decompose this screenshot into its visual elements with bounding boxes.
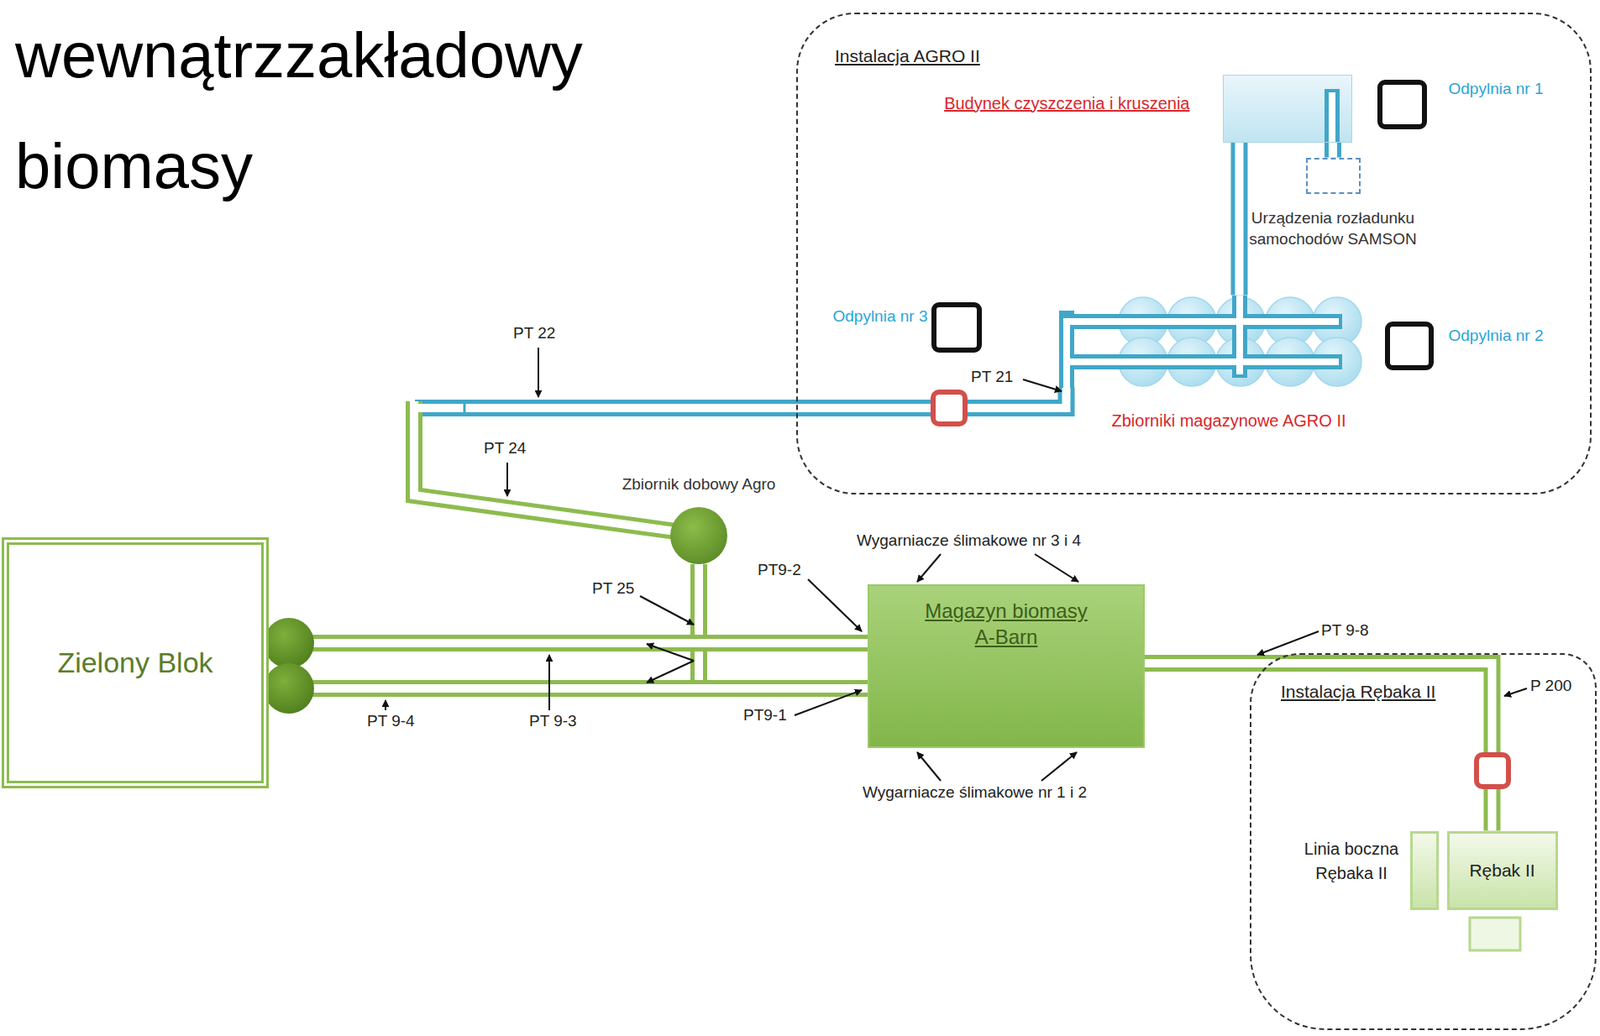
region: Instalacja AGRO II Budynek czyszczenia i … <box>796 12 1592 495</box>
conveyor-band <box>414 388 1067 410</box>
conveyor <box>268 643 868 645</box>
conveyor-segment <box>1324 89 1340 143</box>
node-label: Magazyn biomasy A-Barn <box>916 598 1097 651</box>
node-label: Linia boczna Rębaka II <box>1299 837 1405 887</box>
conveyor <box>268 688 868 690</box>
gate-symbol <box>1476 755 1509 787</box>
callout-label: PT9-2 <box>757 561 802 581</box>
inlet-circle <box>263 663 315 714</box>
conveyor-channel <box>1144 663 1493 832</box>
conveyor-channel <box>414 388 1067 410</box>
conveyor <box>1238 142 1240 296</box>
node-label: Zbiornik dobowy Agro <box>622 475 777 494</box>
chipper-part <box>1469 918 1521 951</box>
node-label: Rębak II <box>1468 860 1535 882</box>
dust-collector: Odpylnia nr 2 <box>1384 321 1434 371</box>
dust-collector: Odpylnia nr 3 <box>931 302 982 353</box>
callout-label: PT 9-4 <box>367 712 415 732</box>
storage-box: Magazyn biomasy A-Barn <box>867 584 1145 749</box>
day-tank: Zbiornik dobowy Agro <box>670 507 728 565</box>
unloading-device: Urządzenia rozładunku samochodów SAMSON <box>1306 157 1361 195</box>
node-label: Zbiorniki magazynowe AGRO II <box>1112 411 1347 431</box>
node-label: Budynek czyszczenia i kruszenia <box>944 94 1190 114</box>
conveyor <box>414 388 1067 532</box>
callout-label: P 200 <box>1530 676 1572 697</box>
conveyor-band <box>1144 663 1493 832</box>
node-label: Odpylnia nr 2 <box>1448 326 1544 346</box>
chipper-box: Rębak II <box>1447 831 1559 911</box>
callout-label: PT 9-8 <box>1321 621 1370 641</box>
conveyor-channel <box>414 401 674 532</box>
callout-label: Wygarniacze ślimakowe nr 3 i 4 <box>856 531 1081 551</box>
conveyor-segment <box>1328 92 1336 143</box>
callout-label: PT 25 <box>592 579 635 599</box>
dust-collector: Odpylnia nr 1 <box>1377 79 1427 130</box>
conveyor-band <box>414 401 674 532</box>
callout-label: PT 22 <box>513 324 556 344</box>
conveyor <box>1144 663 1493 832</box>
node-label: Instalacja Rębaka II <box>1280 681 1436 703</box>
conveyor-channel <box>268 639 868 648</box>
title: wewnątrzzakładowy biomasy <box>15 0 654 222</box>
conveyor <box>1332 142 1334 158</box>
tank-conveyors <box>1059 295 1343 389</box>
building-fill <box>1222 74 1353 143</box>
inlet-circle <box>263 618 315 669</box>
conveyor-band <box>268 680 868 698</box>
unit-box: Zielony Blok <box>1 537 269 789</box>
conveyor-band <box>1324 142 1342 158</box>
tank-group: Zbiorniki magazynowe AGRO II <box>1059 295 1365 389</box>
conveyor-band <box>1231 142 1249 296</box>
node-label: Urządzenia rozładunku samochodów SAMSON <box>1227 207 1438 251</box>
region: Instalacja Rębaka II Rębak II Linia boczna… <box>1249 653 1597 1031</box>
conveyor <box>268 564 699 689</box>
node-label: Odpylnia nr 3 <box>832 307 928 326</box>
conveyor-band <box>268 634 868 652</box>
node-label: Zielony Blok <box>57 646 213 680</box>
conveyor-channel <box>268 564 699 689</box>
callout-label: PT 21 <box>970 367 1013 388</box>
gate-symbol <box>933 392 966 425</box>
callout-label: Wygarniacze ślimakowe nr 1 i 2 <box>862 783 1087 803</box>
callout-label: PT 24 <box>483 439 526 459</box>
conveyor-channel <box>1328 142 1338 158</box>
leader-lines <box>385 347 1527 782</box>
side-line-box: Linia boczna Rębaka II <box>1410 831 1439 911</box>
building-box: Budynek czyszczenia i kruszenia <box>1222 74 1353 143</box>
callout-label: PT 9-3 <box>529 712 578 732</box>
conveyor-channel <box>268 684 868 693</box>
conveyor-divider <box>463 401 467 415</box>
conveyor-band <box>268 564 699 689</box>
conveyor-channel <box>1235 142 1244 296</box>
callout-label: PT9-1 <box>743 706 787 726</box>
node-label: Odpylnia nr 1 <box>1448 79 1544 99</box>
node-label: Instalacja AGRO II <box>834 46 981 67</box>
